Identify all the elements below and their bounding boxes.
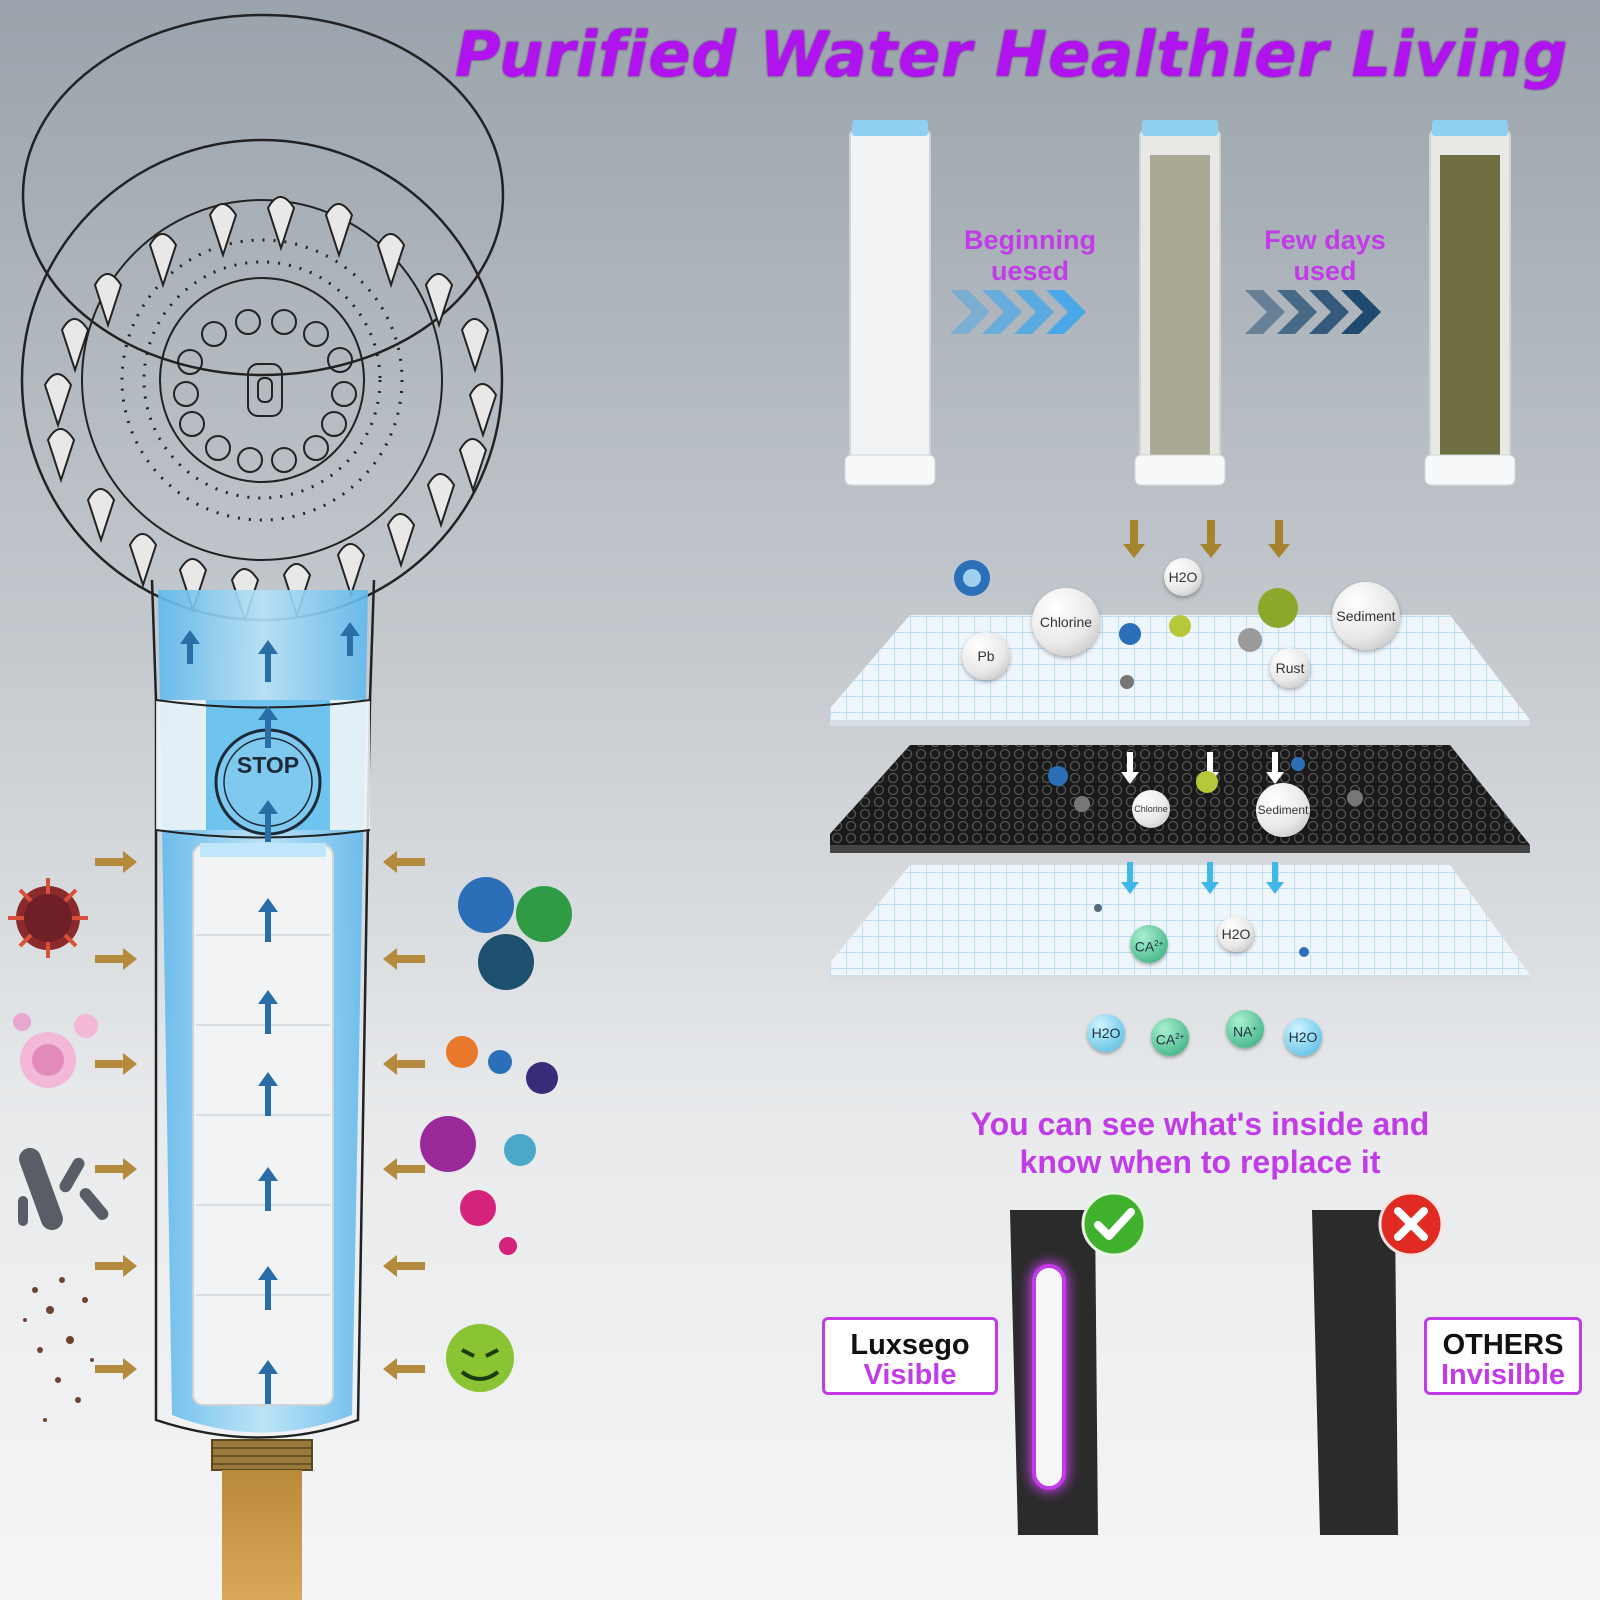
bacteria-colonies-icon <box>458 877 572 990</box>
ca-output-label: CA <box>1155 1031 1176 1048</box>
x-icon <box>1378 1191 1444 1257</box>
hose-connector <box>211 1439 313 1471</box>
pink-cell-icon <box>13 1013 98 1088</box>
luxsego-brand: Luxsego <box>850 1329 970 1361</box>
ca-output-charge: 2+ <box>1175 1032 1185 1041</box>
virus-icon <box>8 878 88 958</box>
h2o-output-2: H2O <box>1284 1018 1322 1056</box>
h2o-particle-layer3: H2O <box>1218 916 1254 952</box>
stage-label-beginning: Beginning uesed <box>930 225 1130 287</box>
ca-ion-layer3: CA2+ <box>1130 925 1168 963</box>
progress-chevrons-blue <box>950 290 1086 334</box>
na-output: NA+ <box>1226 1010 1264 1048</box>
bacteria-rods-icon <box>18 1147 109 1231</box>
pb-particle: Pb <box>962 632 1010 680</box>
rust-particle: Rust <box>1270 648 1310 688</box>
contaminant-specks <box>954 560 1363 957</box>
stage-beginning-line2: uesed <box>990 256 1070 286</box>
others-invisible-label: OTHERS Invisilble <box>1424 1317 1582 1395</box>
ca-ion-layer3-charge: 2+ <box>1154 939 1164 948</box>
stage-few-days-line1: Few days <box>1264 225 1386 255</box>
chlorine-particle: Chlorine <box>1032 588 1100 656</box>
chlorine-particle-small: Chlorine <box>1132 790 1170 828</box>
handle-filter-cartridge <box>192 844 334 1406</box>
ca-output: CA2+ <box>1151 1018 1189 1056</box>
luxsego-visible-label: Luxsego Visible <box>822 1317 998 1395</box>
check-icon <box>1081 1191 1147 1257</box>
progress-chevrons-dark <box>1245 290 1381 334</box>
sediment-particle-small: Sediment <box>1256 783 1310 837</box>
shower-head-face <box>20 138 504 622</box>
caption-line2: know when to replace it <box>1019 1144 1381 1180</box>
dirt-particles-icon <box>23 1277 94 1422</box>
others-brand: OTHERS <box>1442 1329 1564 1361</box>
green-germ-icon <box>446 1324 514 1392</box>
ca-ion-layer3-label: CA <box>1134 938 1155 955</box>
inflow-arrows <box>95 851 425 1380</box>
inflow-arrows-top <box>1123 520 1290 558</box>
visibility-caption: You can see what's inside and know when … <box>900 1105 1500 1181</box>
layer-2-carbon <box>830 745 1530 853</box>
germs-cluster-icon <box>420 1036 558 1255</box>
new-cartridge <box>844 120 936 486</box>
visibility-comparison <box>1010 1210 1398 1535</box>
na-output-label: NA <box>1232 1023 1253 1040</box>
filtration-layers <box>830 520 1530 981</box>
others-status: Invisilble <box>1440 1359 1566 1391</box>
used-cartridge <box>1134 120 1226 486</box>
dirty-cartridge <box>1424 120 1516 486</box>
opaque-handle <box>1312 1210 1398 1535</box>
luxsego-status: Visible <box>863 1359 957 1391</box>
caption-line1: You can see what's inside and <box>970 1106 1430 1142</box>
transparent-handle <box>1010 1210 1098 1535</box>
h2o-output-1: H2O <box>1087 1014 1125 1052</box>
layer-3-mesh <box>830 865 1530 981</box>
handle-outline <box>150 579 376 1439</box>
shower-head-illustration <box>8 13 572 1600</box>
shower-head-back <box>21 13 505 377</box>
headline: Purified Water Healthier Living <box>455 18 1569 91</box>
stage-label-few-days: Few days used <box>1225 225 1425 287</box>
flow-up-arrows <box>180 622 360 1404</box>
stop-label: STOP <box>236 752 300 778</box>
cartridge-progression <box>844 120 1516 486</box>
arrows-layer-3 <box>1121 862 1284 894</box>
h2o-particle-top: H2O <box>1164 558 1202 596</box>
stage-few-days-line2: used <box>1293 256 1357 286</box>
na-output-charge: + <box>1252 1024 1258 1033</box>
stage-beginning-line1: Beginning <box>964 225 1096 255</box>
hose <box>222 1470 302 1600</box>
sediment-particle: Sediment <box>1332 582 1400 650</box>
